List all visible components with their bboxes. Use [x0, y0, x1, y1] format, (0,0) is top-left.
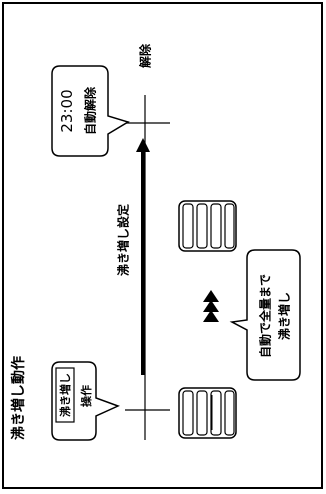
start-button-label: 沸き増し: [59, 373, 72, 417]
tank-empty-icon: [178, 387, 237, 439]
diagram-title: 沸き増し動作: [11, 356, 27, 440]
note-line2: 沸き増し: [277, 291, 292, 341]
progress-arrows-icon: [203, 290, 219, 322]
tank-full-icon: [178, 200, 237, 252]
axis-label: 沸き増し設定: [116, 203, 131, 277]
outer-frame: [2, 2, 323, 489]
boost-arrow-head: [136, 138, 150, 152]
start-button-box: [55, 367, 75, 423]
end-auto-label: 自動解除: [83, 86, 98, 136]
note-line1: 自動で全量まで: [258, 273, 273, 359]
end-label: 解除: [138, 43, 153, 69]
start-label: 操作: [80, 385, 93, 407]
end-callout: [51, 65, 130, 157]
end-time-label: 23:00: [58, 89, 76, 133]
note-callout: [229, 249, 301, 381]
